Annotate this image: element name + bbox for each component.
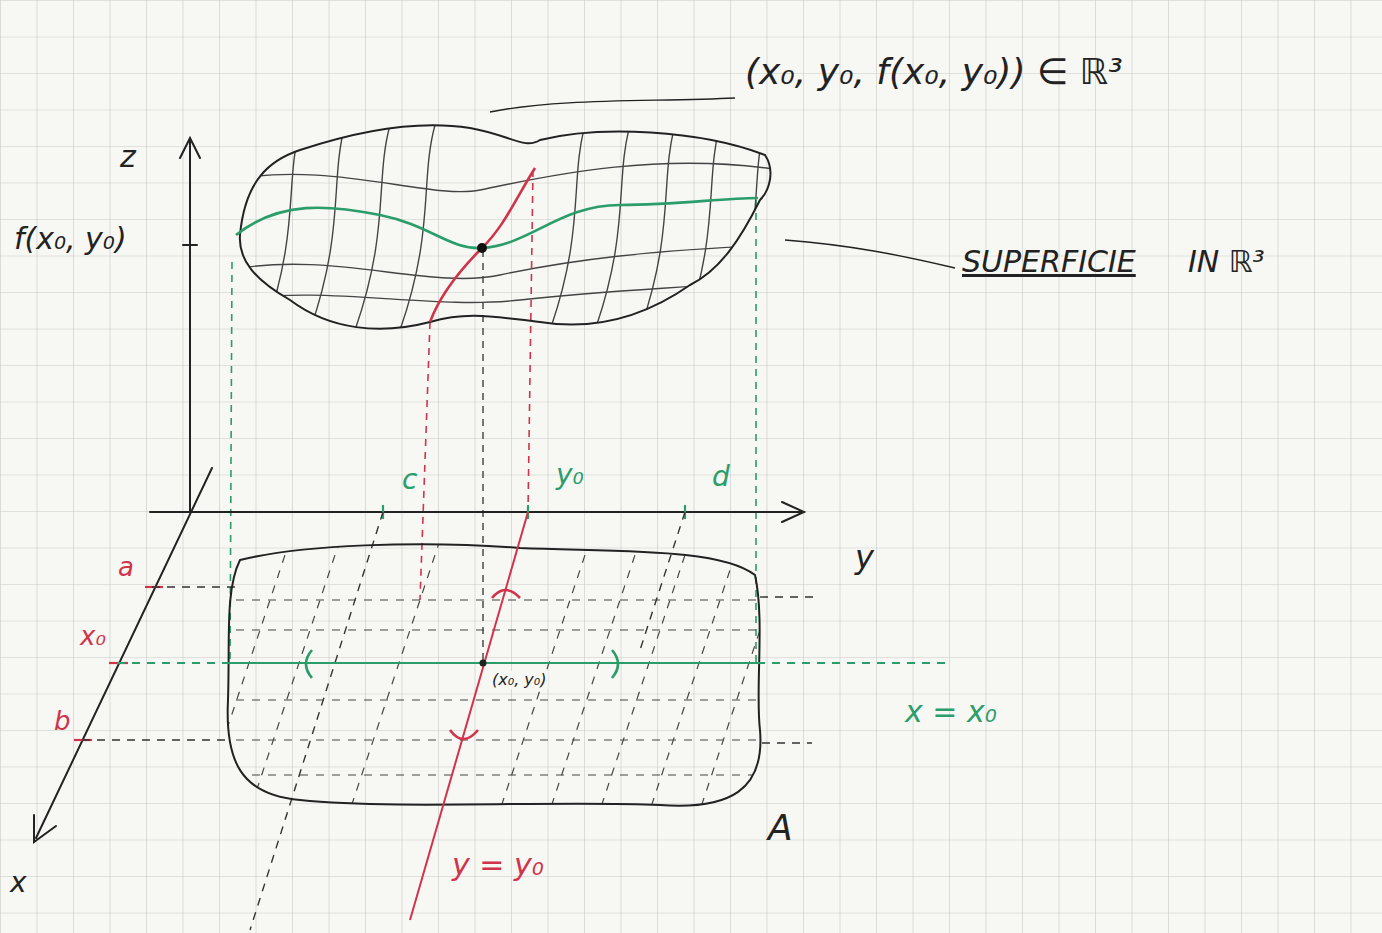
surface-outline [240,125,771,329]
base-point [480,660,487,667]
label: a [118,553,134,582]
label: y₀ [556,460,584,491]
region-mesh [200,540,790,810]
label: d [712,462,730,493]
label: b [54,707,71,736]
projection-line [755,200,757,663]
y-axis [150,502,804,522]
guide-line [640,512,685,650]
domain-outline [228,544,761,806]
projection-lines [230,170,756,663]
label: x [10,868,27,899]
label: (x₀, y₀) [490,671,548,689]
projection-line [528,170,533,512]
y-ticks [383,505,685,519]
label: z [120,140,136,173]
guide-line [152,586,240,587]
interval-bracket [306,650,312,678]
z-axis [180,138,200,512]
plane-guides [82,512,820,930]
projection-line [420,322,430,600]
leader-line [490,98,735,112]
mesh-line [230,163,780,191]
axis-tick [183,244,197,246]
label: x = x₀ [905,695,997,728]
label: A [768,808,793,848]
guide-line [757,662,950,664]
surface-point [477,243,487,253]
mesh-line [230,280,780,302]
axis-tick [684,505,686,519]
label: f(x₀, y₀) [14,222,127,255]
leader-line [785,240,955,268]
label: y = y₀ [452,848,544,881]
label: c [402,465,417,496]
label: x₀ [80,622,106,651]
mesh-line [230,245,780,278]
interval-bracket [492,590,520,598]
leader-lines [490,98,955,268]
label: (x₀, y₀, f(x₀, y₀)) ∈ ℝ³ [745,52,1123,92]
section-curve [236,198,758,248]
interval-bracket [450,730,478,739]
section-curve [430,168,535,322]
axes [34,138,804,842]
label: SUPERFICIE [962,245,1136,278]
guide-line [760,596,820,597]
label: IN ℝ³ [1188,245,1265,278]
projection-line [482,250,484,660]
guide-line [762,742,812,743]
mesh-line [200,540,790,810]
guide-line [250,512,383,930]
interval-bracket [612,650,618,678]
mesh-line [265,125,765,330]
label: y [855,540,874,575]
guide-line [117,662,228,664]
x-axis [34,468,212,842]
surface-mesh [230,125,780,330]
guide-line [82,739,230,740]
